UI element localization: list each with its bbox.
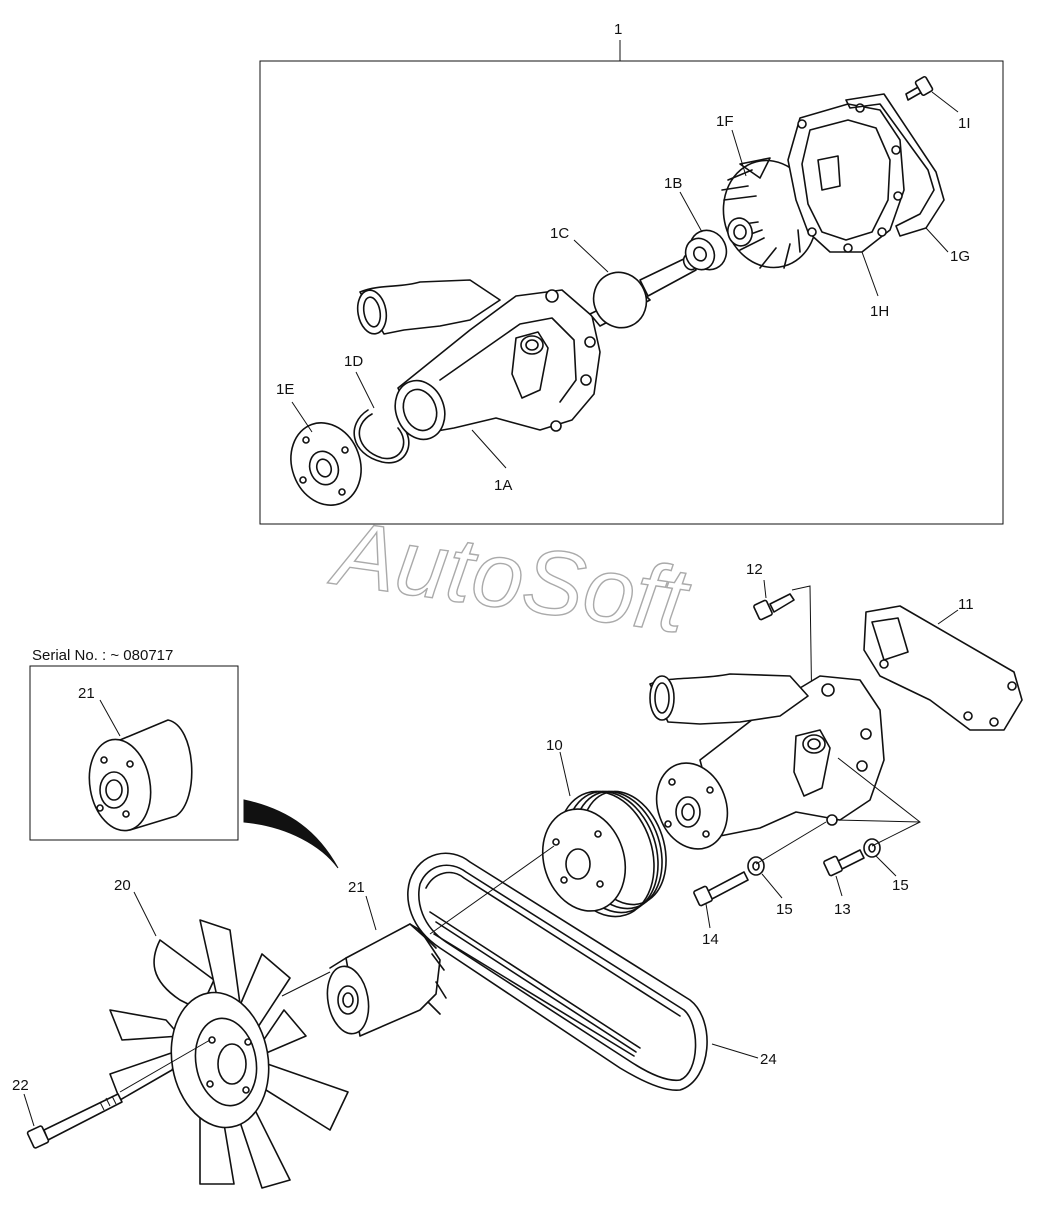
callout-11: 11 — [958, 596, 974, 613]
callout-1I: 1I — [958, 115, 971, 132]
part-1G-gasket — [845, 93, 945, 237]
part-1E-flange — [290, 422, 362, 506]
callout-15-left: 15 — [776, 901, 793, 918]
callout-1F: 1F — [716, 113, 734, 130]
callout-14: 14 — [702, 931, 719, 948]
callout-13: 13 — [834, 901, 851, 918]
callout-21-inset: 21 — [78, 685, 95, 702]
callout-1: 1 — [614, 21, 622, 38]
callout-1D: 1D — [344, 353, 363, 370]
part-11-gasket — [863, 605, 1023, 731]
assembly-frame — [259, 60, 1004, 525]
inset-frame — [29, 665, 239, 841]
callout-12: 12 — [746, 561, 763, 578]
part-14-bolt — [693, 871, 749, 907]
callout-15-right: 15 — [892, 877, 909, 894]
part-1B-seal — [684, 229, 728, 271]
part-20-fan — [109, 919, 349, 1189]
part-1I-bolt — [905, 76, 934, 101]
callout-24: 24 — [760, 1051, 777, 1068]
callout-10: 10 — [546, 737, 563, 754]
callout-21: 21 — [348, 879, 365, 896]
callout-22: 22 — [12, 1077, 29, 1094]
part-1D-snap-ring — [353, 409, 410, 464]
callout-1B: 1B — [664, 175, 682, 192]
part-15-washer-right — [863, 838, 881, 858]
callout-1H: 1H — [870, 303, 889, 320]
serial-note: Serial No. : ~ 080717 — [32, 647, 173, 664]
callout-1G: 1G — [950, 248, 970, 265]
callout-20: 20 — [114, 877, 131, 894]
part-pump-body-lower — [649, 673, 885, 850]
callout-1E: 1E — [276, 381, 294, 398]
part-21-spacer-alt — [88, 719, 193, 832]
part-13-bolt — [823, 849, 865, 877]
part-10-pulley — [541, 790, 667, 918]
part-12-bolt — [753, 593, 795, 621]
part-21-spacer — [326, 923, 447, 1037]
part-22-bolt — [26, 1093, 123, 1149]
callout-1C: 1C — [550, 225, 569, 242]
part-1C-bearing-shaft — [589, 253, 698, 329]
part-1A-pump-body — [356, 279, 601, 441]
replacement-arrow — [243, 799, 339, 869]
part-15-washer-left — [747, 856, 765, 876]
callout-1A: 1A — [494, 477, 512, 494]
part-1H-back-plate — [787, 103, 905, 253]
